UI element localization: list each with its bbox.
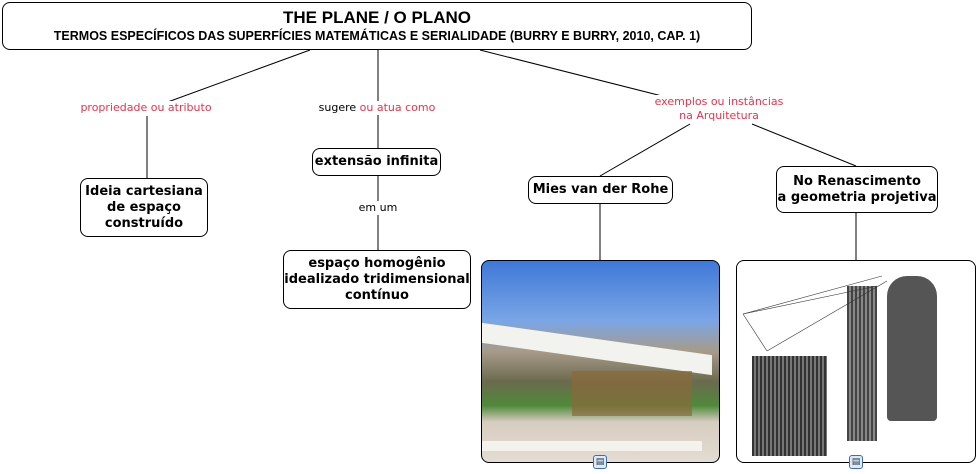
node-line: construído (104, 215, 184, 231)
link-label-propriedade: propriedade ou atributo (80, 101, 212, 115)
link-atua: ou atua como (359, 101, 436, 114)
root-concept[interactable]: THE PLANE / O PLANO TERMOS ESPECÍFICOS D… (2, 2, 752, 50)
engraving-panel (847, 286, 877, 441)
node-line: de espaço (107, 199, 181, 215)
node-line: espaço homogênio (308, 255, 446, 271)
projection-lines (742, 275, 888, 352)
node-mies[interactable]: Mies van der Rohe (528, 176, 673, 204)
node-line: idealizado tridimensional (284, 271, 470, 287)
node-line: a geometria projetiva (777, 189, 937, 205)
engraving-wall (752, 356, 827, 456)
engraving-figure (887, 276, 937, 421)
node-espaco-homogenio[interactable]: espaço homogênio idealizado tridimension… (283, 250, 471, 309)
farnsworth-house-image[interactable] (481, 260, 720, 463)
image-attachment-icon[interactable]: ▤ (849, 455, 863, 469)
glass-interior (572, 371, 692, 416)
node-line: Ideia cartesiana (85, 183, 203, 199)
link-arquitetura: na Arquitetura (679, 109, 759, 122)
link-exemplos: exemplos ou instâncias (654, 95, 784, 108)
root-title: THE PLANE / O PLANO (283, 8, 471, 27)
node-line: No Renascimento (793, 173, 921, 189)
roof-slab (482, 322, 712, 376)
link-sugere: sugere (318, 101, 357, 114)
node-line: contínuo (344, 287, 409, 303)
projective-geometry-engraving[interactable] (736, 260, 976, 463)
link-label-sugere: sugere ou atua como (318, 101, 436, 115)
node-ideia-cartesiana[interactable]: Ideia cartesiana de espaço construído (80, 178, 208, 237)
link-label-em-um: em um (358, 201, 398, 215)
node-extensao-infinita[interactable]: extensão infinita (312, 148, 441, 176)
root-subtitle: TERMOS ESPECÍFICOS DAS SUPERFÍCIES MATEM… (53, 29, 701, 43)
image-attachment-icon[interactable]: ▤ (593, 455, 607, 469)
floor-slab (482, 441, 702, 451)
node-renascimento[interactable]: No Renascimento a geometria projetiva (776, 166, 938, 213)
